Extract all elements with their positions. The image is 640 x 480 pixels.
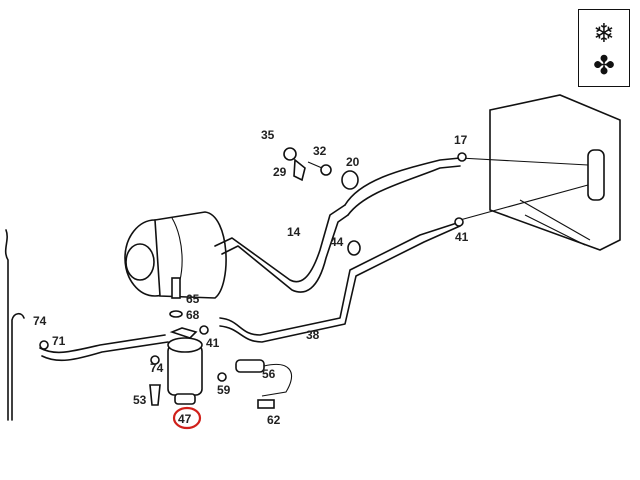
switch-56 [235, 359, 265, 373]
frame-edge-left [4, 229, 9, 421]
hose-14-outline [221, 214, 349, 293]
line-71-outline [41, 341, 169, 362]
label-62[interactable]: 62 [267, 413, 281, 427]
selected-part-highlight [172, 406, 202, 430]
nut-35 [283, 147, 297, 161]
label-32[interactable]: 32 [313, 144, 327, 158]
receiver-drier [167, 327, 203, 405]
label-59[interactable]: 59 [217, 383, 231, 397]
line-38-outline [219, 225, 461, 343]
screw-53 [149, 384, 161, 406]
label-65[interactable]: 65 [186, 292, 200, 306]
label-14[interactable]: 14 [287, 225, 301, 239]
label-41-upper[interactable]: 41 [455, 230, 469, 244]
seal-17 [457, 152, 467, 162]
bolt-32-head [320, 164, 332, 176]
line-71 [39, 334, 166, 354]
connector-62 [257, 399, 275, 409]
line-left [11, 312, 25, 421]
compressor [124, 211, 227, 299]
oring-44 [347, 240, 361, 256]
legend-icon-box: ❄ ✤ [578, 9, 630, 87]
hose-upper [344, 157, 461, 206]
label-56[interactable]: 56 [262, 367, 276, 381]
seal-59 [217, 372, 227, 382]
clamp-29 [293, 158, 306, 182]
switch-56-wire [261, 364, 292, 397]
label-44[interactable]: 44 [330, 235, 344, 249]
line-38 [219, 221, 461, 336]
washer-68 [169, 310, 183, 318]
seal-74-left [39, 340, 49, 350]
seal-74-drier [150, 355, 160, 365]
fan-icon: ✤ [593, 51, 615, 81]
label-35[interactable]: 35 [261, 128, 275, 142]
label-17[interactable]: 17 [454, 133, 468, 147]
label-71[interactable]: 71 [52, 334, 66, 348]
label-47[interactable]: 47 [178, 412, 192, 426]
bolt-32 [307, 161, 323, 169]
switch-65 [171, 277, 181, 299]
label-41-lower[interactable]: 41 [206, 336, 220, 350]
label-20[interactable]: 20 [346, 155, 360, 169]
label-29[interactable]: 29 [273, 165, 287, 179]
seal-41-lower [199, 325, 209, 335]
oring-20 [341, 170, 359, 190]
label-68[interactable]: 68 [186, 308, 200, 322]
label-74-left[interactable]: 74 [33, 314, 47, 328]
hose-14 [214, 204, 346, 283]
label-74-drier[interactable]: 74 [150, 361, 164, 375]
label-53[interactable]: 53 [133, 393, 147, 407]
label-38[interactable]: 38 [306, 328, 320, 342]
hose-upper-outline [347, 165, 461, 216]
seal-41-upper [454, 217, 464, 227]
snowflake-icon: ❄ [593, 19, 615, 49]
evaporator [459, 94, 621, 251]
